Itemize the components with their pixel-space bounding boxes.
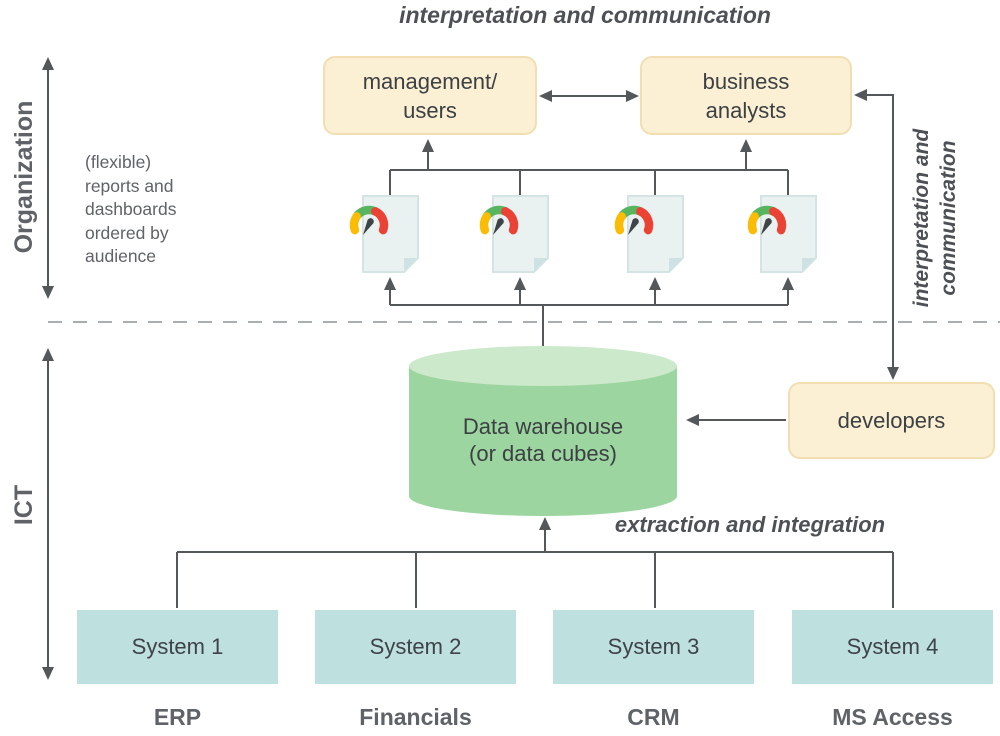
developers-box: developers	[788, 382, 995, 459]
business-analysts-box: business analysts	[640, 56, 852, 135]
system-2-box: System 2	[315, 610, 516, 684]
system-1-label: System 1	[131, 634, 224, 659]
organization-axis-label: Organization	[10, 100, 38, 254]
system-1-box: System 1	[77, 610, 278, 684]
business-developers-arrow	[854, 89, 899, 380]
report-gauge-icon	[610, 194, 690, 278]
system-4-caption: MS Access	[832, 704, 953, 730]
report-gauge-icon	[475, 194, 555, 278]
report-gauge-icon	[743, 194, 823, 278]
data-warehouse-label: Data warehouse (or data cubes)	[462, 414, 624, 466]
system-1-caption: ERP	[153, 704, 202, 730]
system-3-label: System 3	[607, 634, 700, 659]
system-4-label: System 4	[846, 634, 939, 659]
system-2-label: System 2	[369, 634, 462, 659]
developers-label: developers	[837, 408, 946, 433]
system-4-box: System 4	[792, 610, 993, 684]
system-3-caption: CRM	[627, 704, 680, 730]
business-analysts-label: business analysts	[702, 68, 790, 123]
extraction-label: extraction and integration	[614, 512, 886, 537]
ict-axis-label: ICT	[10, 484, 38, 526]
management-users-label: management/ users	[362, 68, 498, 123]
top-flow-label: interpretation and communication	[399, 2, 771, 28]
database-icon	[409, 346, 677, 516]
side-flow-label: interpretation and communication	[910, 128, 960, 308]
reports-note: (flexible) reports and dashboards ordere…	[85, 152, 177, 266]
management-users-box: management/ users	[323, 56, 537, 135]
system-3-box: System 3	[553, 610, 754, 684]
data-warehouse-cylinder: Data warehouse (or data cubes)	[408, 345, 678, 517]
report-gauge-icon	[345, 194, 425, 278]
system-2-caption: Financials	[359, 704, 472, 730]
